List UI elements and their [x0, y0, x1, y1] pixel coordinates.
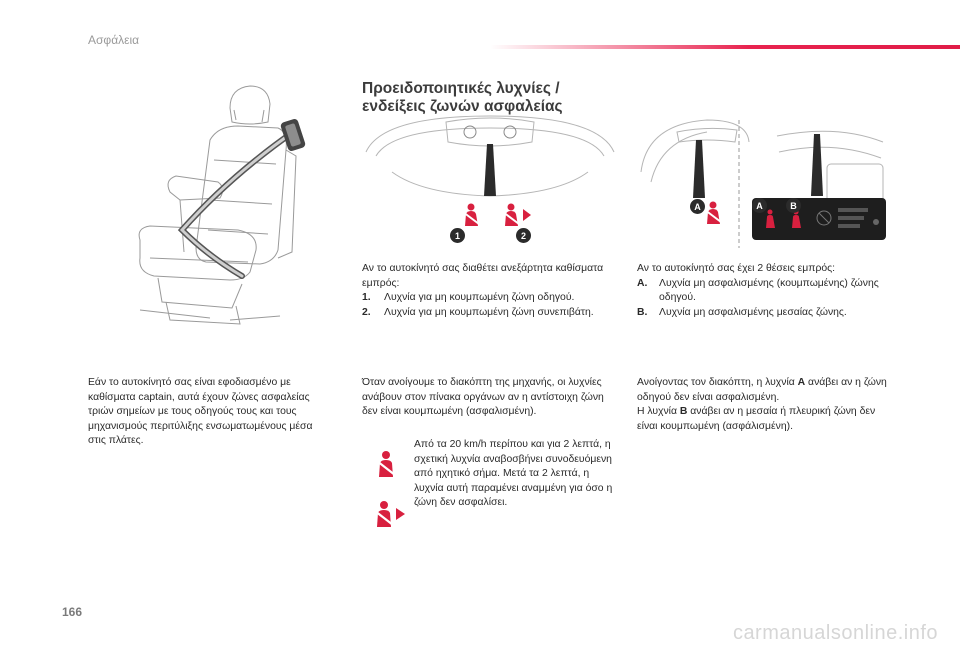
- independent-seats-intro: Αν το αυτοκίνητό σας διαθέτει ανεξάρτητα…: [362, 263, 604, 289]
- ignition-lamp-text: Ανοίγοντας τον διακόπτη, η λυχνία A ανάβ…: [637, 376, 893, 434]
- marker-a: A: [752, 198, 767, 213]
- list-item-label: 1.: [362, 292, 371, 304]
- list-item-label: 2.: [362, 306, 371, 318]
- lamp-b-text-after: ανάβει αν η μεσαία ή πλευρική ζώνη δεν ε…: [637, 406, 876, 432]
- page-number: 166: [62, 605, 83, 619]
- seatbelt-warning-icon-passenger: [498, 202, 532, 233]
- ignition-text: Όταν ανοίγουμε το διακόπτη της μηχανής, …: [362, 377, 604, 418]
- seat-illustration: [110, 80, 320, 330]
- instrument-panel-illustration-2: [637, 112, 889, 248]
- marker-1: 1: [450, 228, 465, 243]
- marker-a-left: A: [690, 199, 705, 214]
- marker-2: 2: [516, 228, 531, 243]
- independent-seats-section: Αν το αυτοκίνητό σας διαθέτει ανεξάρτητα…: [362, 262, 614, 320]
- lamp-b-text-before: Η λυχνία: [637, 406, 680, 418]
- list-item: 1. Λυχνία για μη κουμπωμένη ζώνη οδηγού.: [362, 291, 614, 306]
- seatbelt-warning-icon-driver: [458, 202, 484, 233]
- list-item: A. Λυχνία μη ασφαλισμένης (κουμπωμένης) …: [637, 277, 889, 306]
- seatbelt-warning-icon: [374, 450, 398, 483]
- list-item-text: Λυχνία μη ασφαλισμένης μεσαίας ζώνης.: [659, 306, 847, 318]
- section-title: Ασφάλεια: [88, 33, 140, 47]
- lamp-a-text-after: ανάβει αν η ζώνη οδηγού δεν είναι ασφαλι…: [637, 377, 887, 403]
- list-item-label: A.: [637, 277, 648, 289]
- two-seats-section: Αν το αυτοκίνητό σας έχει 2 θέσεις εμπρό…: [637, 262, 889, 320]
- speed-warning-text: Από τα 20 km/h περίπου και για 2 λεπτά, …: [414, 439, 613, 509]
- lamp-b-paragraph: Η λυχνία B ανάβει αν η μεσαία ή πλευρική…: [637, 405, 893, 434]
- page-title: Προειδοποιητικές λυχνίες / ενδείξεις ζων…: [362, 80, 563, 116]
- captain-seats-text: Εάν το αυτοκίνητό σας είναι εφοδιασμένο …: [88, 377, 313, 447]
- lamp-a-label: A: [797, 377, 806, 388]
- page-title-line2: ενδείξεις ζωνών ασφαλείας: [362, 98, 563, 115]
- lamp-a-text-before: Ανοίγοντας τον διακόπτη, η λυχνία: [637, 377, 798, 388]
- header-accent-rule: [490, 45, 960, 49]
- lamp-a-paragraph: Ανοίγοντας τον διακόπτη, η λυχνία A ανάβ…: [637, 376, 893, 405]
- watermark: carmanualsonline.info: [732, 622, 938, 644]
- list-item-text: Λυχνία μη ασφαλισμένης (κουμπωμένης) ζών…: [659, 277, 879, 304]
- list-item: 2. Λυχνία για μη κουμπωμένη ζώνη συνεπιβ…: [362, 306, 614, 321]
- marker-b: B: [786, 198, 801, 213]
- list-item: B. Λυχνία μη ασφαλισμένης μεσαίας ζώνης.: [637, 306, 889, 321]
- list-item-text: Λυχνία για μη κουμπωμένη ζώνη συνεπιβάτη…: [384, 306, 594, 318]
- page-title-line1: Προειδοποιητικές λυχνίες /: [362, 80, 560, 97]
- two-seats-intro: Αν το αυτοκίνητό σας έχει 2 θέσεις εμπρό…: [637, 263, 836, 274]
- list-item-text: Λυχνία για μη κουμπωμένη ζώνη οδηγού.: [384, 292, 575, 304]
- warning-display-panel: [752, 198, 886, 240]
- lamp-b-label: B: [679, 406, 688, 418]
- instrument-panel-illustration-1: [362, 112, 618, 248]
- seatbelt-warning-flashing-icon: [372, 500, 406, 533]
- list-item-label: B.: [637, 306, 648, 318]
- seatbelt-warning-icon-a: [700, 200, 726, 231]
